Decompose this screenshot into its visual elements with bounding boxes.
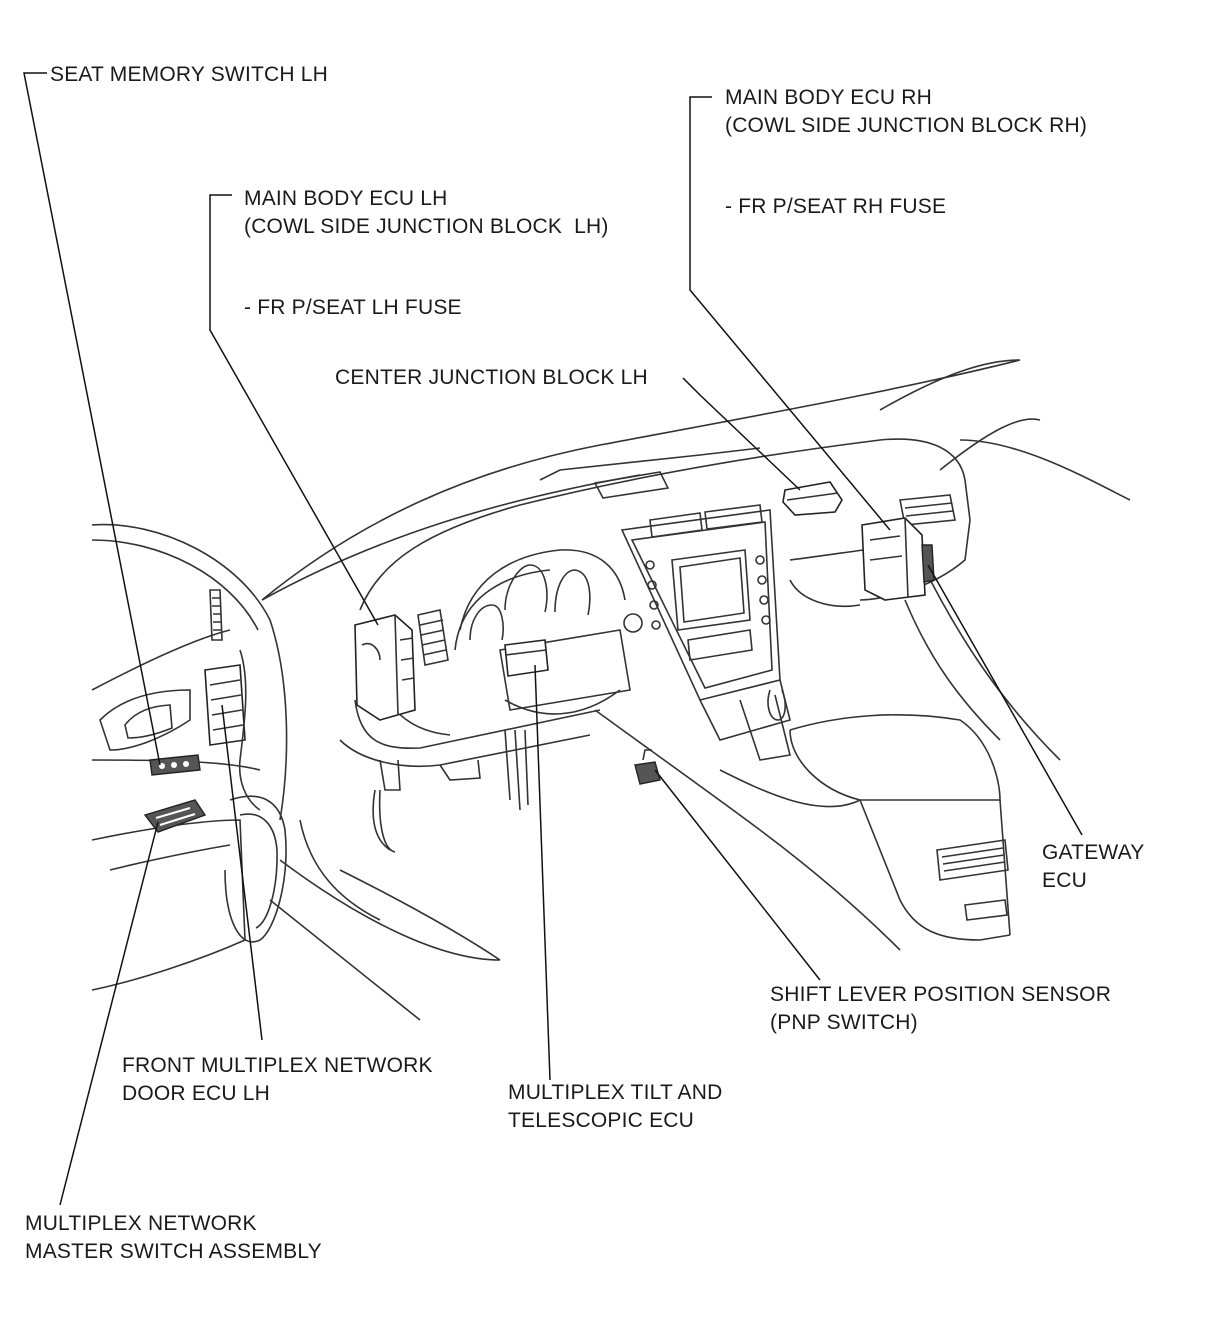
label-main-body-ecu-lh-sub: (COWL SIDE JUNCTION BLOCK LH): [244, 215, 609, 238]
label-main-body-ecu-lh-fuse: - FR P/SEAT LH FUSE: [244, 296, 462, 319]
label-master-switch-sub: MASTER SWITCH ASSEMBLY: [25, 1240, 322, 1263]
label-front-door-ecu: FRONT MULTIPLEX NETWORK: [122, 1054, 433, 1077]
label-main-body-ecu-rh-sub: (COWL SIDE JUNCTION BLOCK RH): [725, 114, 1088, 137]
tilt-telescopic-ecu-part: [504, 639, 549, 677]
center-junction-block-part: [782, 481, 843, 516]
leader-lines: [23, 72, 1083, 1206]
label-center-junction-block: CENTER JUNCTION BLOCK LH: [335, 366, 648, 389]
interior-line-art: [91, 359, 1131, 1021]
label-tilt-telescopic-ecu-sub: TELESCOPIC ECU: [508, 1109, 695, 1132]
console-buttons: [623, 555, 771, 633]
label-master-switch: MULTIPLEX NETWORK: [25, 1212, 257, 1235]
seat-memory-switch-part: [149, 754, 201, 776]
label-seat-memory-switch: SEAT MEMORY SWITCH LH: [50, 63, 329, 86]
label-shift-lever-sensor-sub: (PNP SWITCH): [770, 1011, 918, 1034]
label-front-door-ecu-sub: DOOR ECU LH: [122, 1082, 271, 1105]
master-switch-assembly-part: [143, 799, 207, 833]
label-main-body-ecu-lh: MAIN BODY ECU LH: [244, 187, 448, 210]
label-shift-lever-sensor: SHIFT LEVER POSITION SENSOR: [770, 983, 1112, 1006]
label-gateway-ecu-sub: ECU: [1042, 869, 1087, 892]
main-body-ecu-lh-part: [354, 614, 416, 721]
label-tilt-telescopic-ecu: MULTIPLEX TILT AND: [508, 1081, 723, 1104]
label-gateway-ecu: GATEWAY: [1042, 841, 1145, 864]
front-door-ecu-part: [204, 649, 261, 811]
shift-lever-sensor-part: [634, 749, 661, 785]
label-main-body-ecu-rh-fuse: - FR P/SEAT RH FUSE: [725, 195, 947, 218]
main-body-ecu-rh-part: [861, 517, 935, 601]
label-main-body-ecu-rh: MAIN BODY ECU RH: [725, 86, 933, 109]
